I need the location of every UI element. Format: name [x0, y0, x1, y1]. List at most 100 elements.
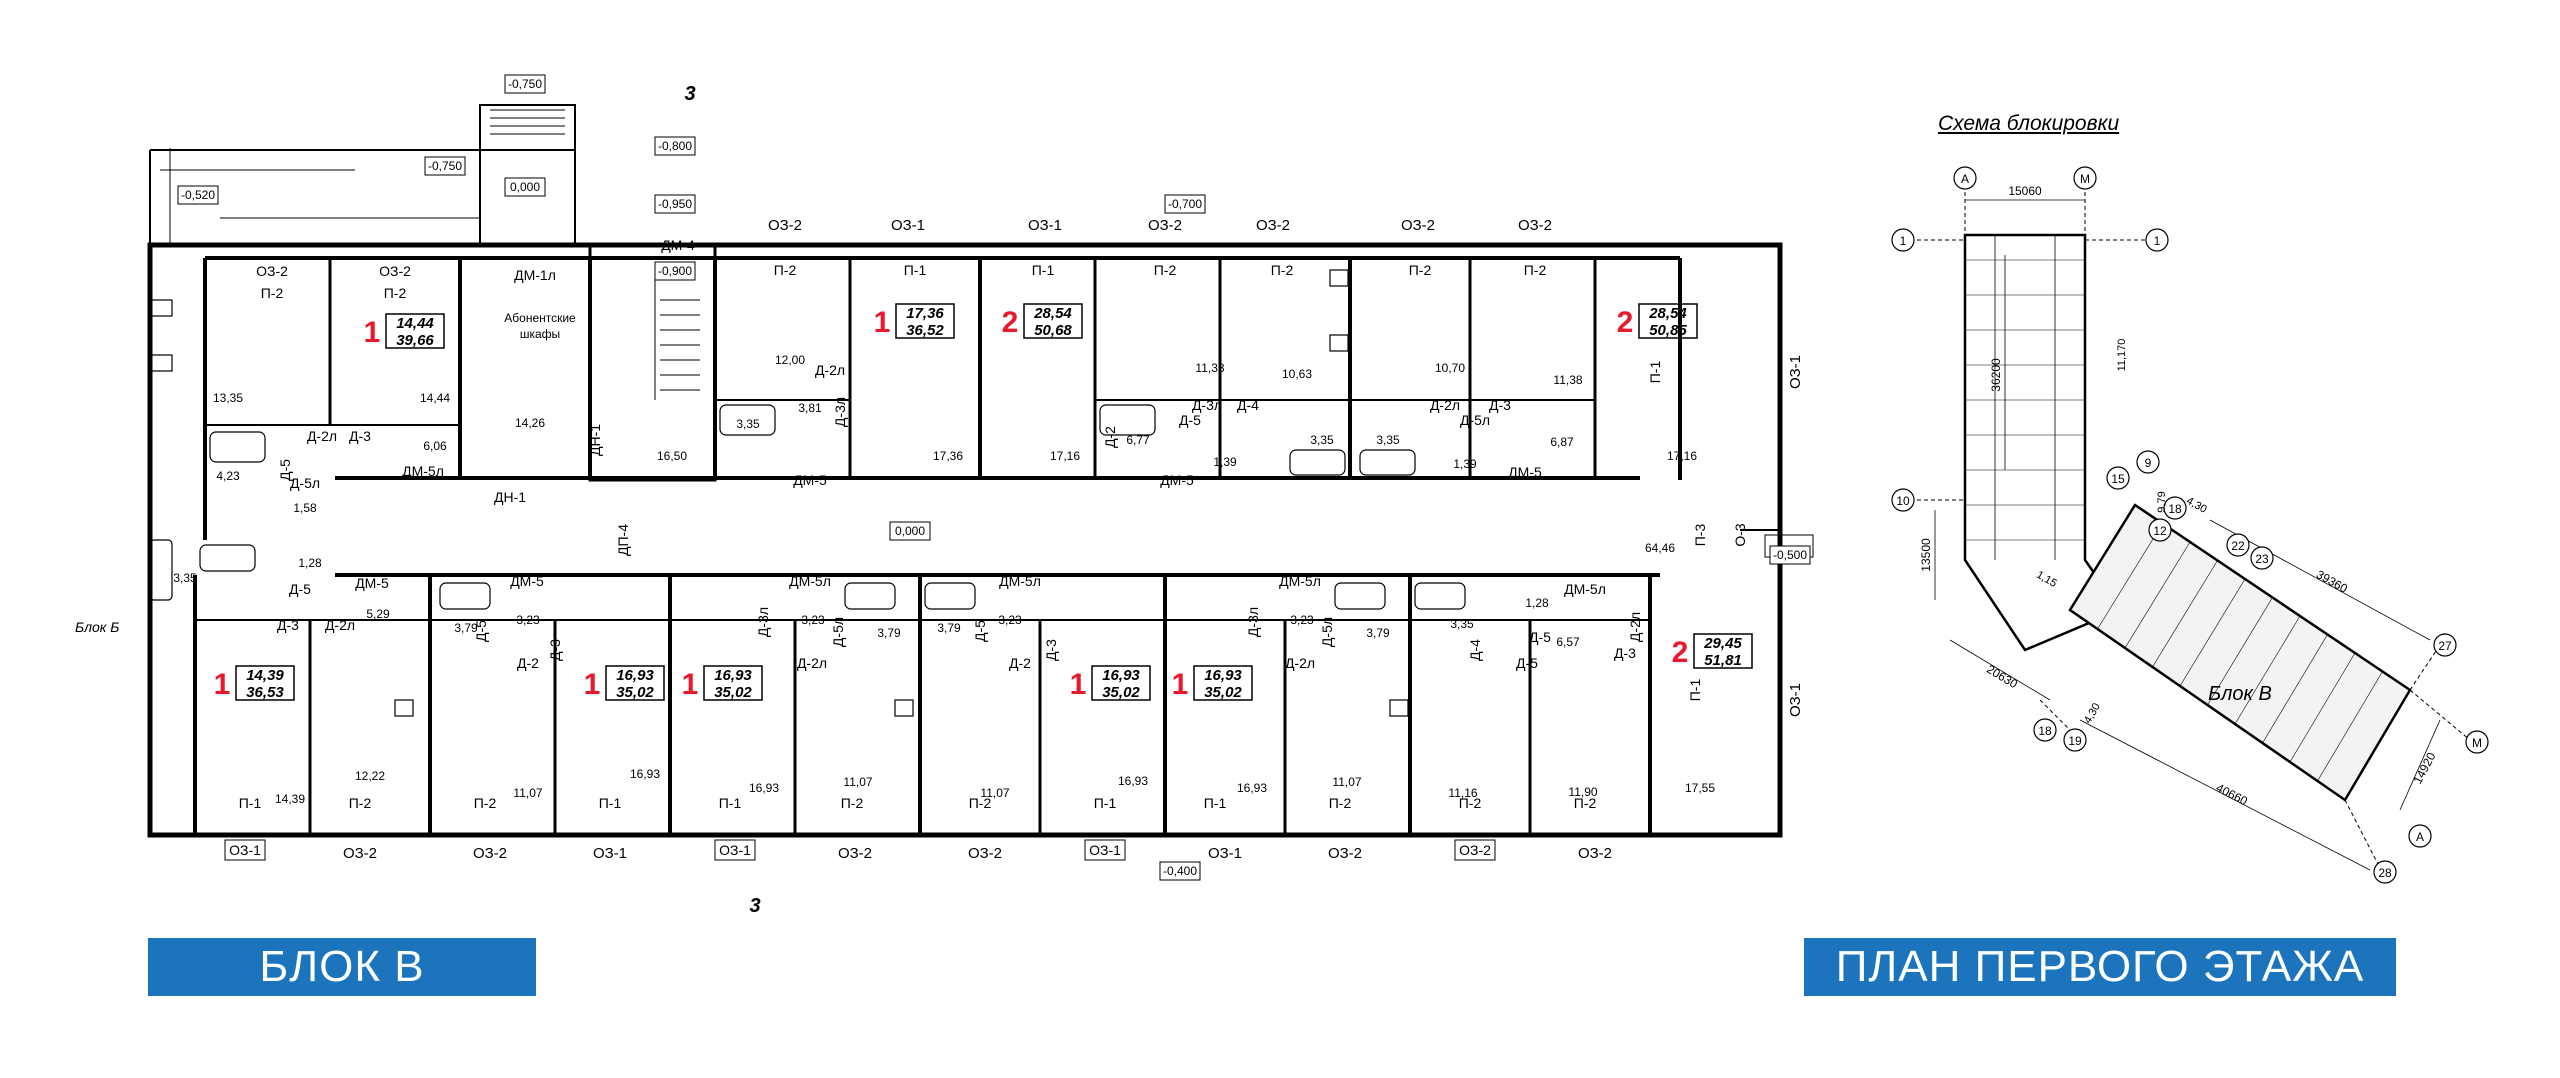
apartment-top-3-living: 28,54 — [1033, 305, 1072, 322]
axis-marker — [2136, 450, 2160, 474]
axis-label: 15 — [2111, 472, 2125, 486]
level-mark: 0,000 — [510, 180, 540, 194]
level-mark: -0,750 — [428, 159, 462, 173]
room-label: П-2 — [1574, 795, 1597, 811]
room-area: 5,29 — [366, 607, 390, 621]
room-label: Д-3 — [1489, 397, 1511, 413]
stair-area: 16,50 — [657, 449, 687, 463]
axis-label: 22 — [2231, 539, 2245, 553]
plan-banner: ПЛАН ПЕРВОГО ЭТАЖА — [1804, 938, 2396, 996]
room-label: Д-3л — [1192, 397, 1222, 413]
stairwell — [588, 243, 717, 482]
room-area: 3,79 — [937, 621, 961, 635]
axis-label: 27 — [2438, 639, 2452, 653]
room-area: 6,77 — [1126, 433, 1150, 447]
cabinet-label: Абонентские — [504, 311, 576, 325]
room-label: ОЗ-2 — [379, 263, 411, 279]
apartment-bottom-3-living: 16,93 — [714, 667, 752, 684]
room-label: Д-5 — [1529, 629, 1551, 645]
window-label-frame — [714, 839, 756, 861]
room-area: 17,16 — [1050, 449, 1080, 463]
schema-line — [2234, 615, 2301, 725]
door-label: ДМ-1л — [514, 267, 556, 283]
block-banner: БЛОК В — [148, 938, 536, 996]
schema-line — [2317, 671, 2383, 782]
room-label: ОЗ-2 — [256, 263, 288, 279]
axis-marker — [2106, 466, 2130, 490]
cabinet-label: шкафы — [520, 327, 560, 341]
window-label-frame — [1454, 839, 1496, 861]
room-area: 14,39 — [275, 792, 305, 806]
room-label: П-2 — [774, 262, 797, 278]
room-label: Д-3л — [1245, 607, 1261, 637]
dimension: 9,79 — [2156, 491, 2168, 512]
room-label: П-1 — [719, 795, 742, 811]
level-mark-frame — [1769, 545, 1811, 565]
room-label: Д-4 — [1237, 397, 1259, 413]
room-area: 17,16 — [1667, 449, 1697, 463]
window-label: ОЗ-1 — [1787, 355, 1804, 389]
axis-marker — [2408, 824, 2432, 848]
dimension: 14920 — [2410, 750, 2438, 786]
apartment-top-1-living: 14,44 — [396, 315, 434, 332]
window-label: ОЗ-1 — [593, 845, 627, 862]
dimension: 40660 — [2214, 781, 2250, 809]
level-mark: -0,950 — [658, 197, 692, 211]
apartment-bottom-2-tag-frame — [605, 665, 665, 701]
room-area: 3,23 — [1290, 613, 1314, 627]
room-label: П-2 — [261, 285, 284, 301]
apartment-top-2-living: 17,36 — [906, 305, 944, 322]
room-area: 11,07 — [843, 775, 872, 789]
room-area: 3,23 — [801, 613, 825, 627]
room-area: 3,23 — [998, 613, 1022, 627]
room-label: Д-2л — [815, 362, 845, 378]
axis-label: 18 — [2168, 502, 2182, 516]
schema-title: Схема блокировки — [1938, 112, 2120, 135]
room-label: Д-5 — [473, 620, 489, 642]
schema-line — [2262, 634, 2328, 744]
level-mark-frame — [889, 521, 931, 541]
room-area: 3,79 — [877, 626, 901, 640]
room-area: 13,35 — [213, 391, 243, 405]
room-area: 11,90 — [1568, 785, 1597, 799]
room-area: 11,07 — [980, 786, 1009, 800]
axis-marker — [2226, 533, 2250, 557]
door-label: ДМ-4 — [661, 237, 695, 253]
room-area: 16,93 — [1118, 774, 1148, 788]
level-mark-frame — [424, 156, 466, 176]
room-area: 1,28 — [1525, 596, 1549, 610]
apartment-bottom-5-tag-frame — [1193, 665, 1253, 701]
room-label: П-1 — [1094, 795, 1117, 811]
room-area: 6,57 — [1556, 635, 1580, 649]
room-label: Д-5 — [277, 459, 293, 481]
room-label: П-2 — [474, 795, 497, 811]
schema-line — [2409, 644, 2441, 691]
axis-marker — [1891, 488, 1915, 512]
schema-line — [2207, 597, 2273, 706]
room-label: ДМ-5 — [793, 472, 827, 488]
apartment-top-2-rooms: 1 — [874, 306, 891, 339]
door-label: ДП-4 — [615, 524, 631, 556]
room-area: 3,23 — [516, 613, 540, 627]
apartment-bottom-4-total: 35,02 — [1102, 684, 1140, 701]
level-mark: -0,500 — [1773, 548, 1807, 562]
dimension: 4,30 — [2184, 495, 2209, 516]
axis-label: 18 — [2038, 724, 2052, 738]
axis-label: 10 — [1896, 494, 1910, 508]
window-label: ОЗ-2 — [1328, 845, 1362, 862]
apartment-bottom-5-total: 35,02 — [1204, 684, 1242, 701]
room-label: ДМ-5 — [355, 575, 389, 591]
room-label: Д-5 — [972, 620, 988, 642]
window-label: ОЗ-2 — [838, 845, 872, 862]
axis-marker — [2373, 860, 2397, 884]
apartment-bottom-1-rooms: 1 — [214, 668, 231, 701]
apartment-top-4-tag-frame — [1638, 303, 1698, 339]
section-mark: 3 — [684, 83, 695, 105]
window-label: ОЗ-1 — [1787, 683, 1804, 717]
axis-label: 12 — [2153, 524, 2167, 538]
axis-marker — [2033, 718, 2057, 742]
axis-label: 23 — [2255, 552, 2269, 566]
schema-line — [2409, 689, 2471, 741]
apartment-bottom-4-tag-frame — [1091, 665, 1151, 701]
axis-marker — [2073, 166, 2097, 190]
